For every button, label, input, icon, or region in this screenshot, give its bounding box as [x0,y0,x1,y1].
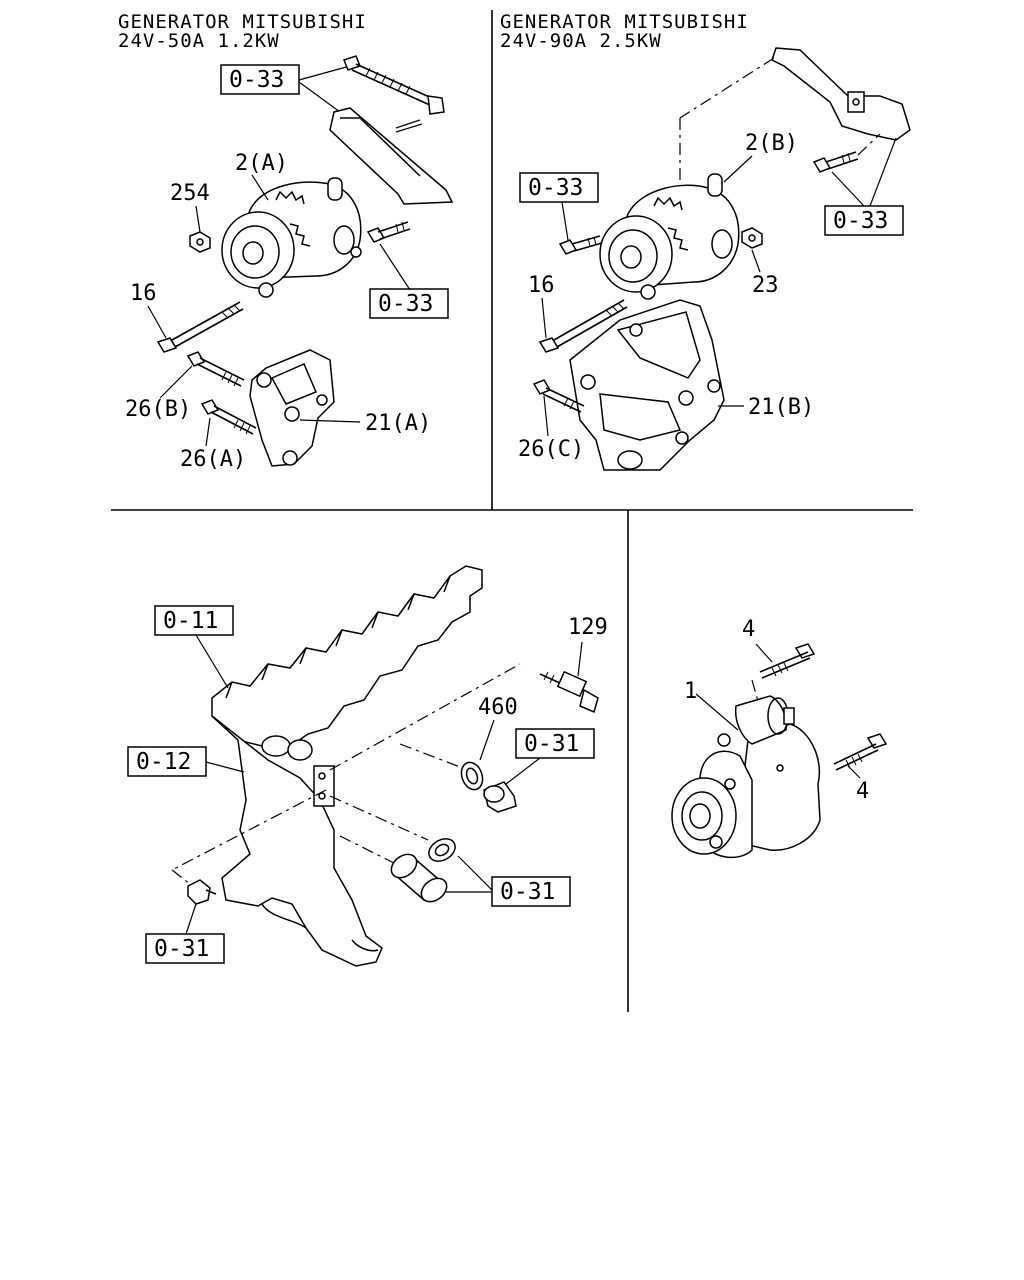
sleeve-small [428,838,456,862]
adjust-bracket [329,107,454,205]
engine-block [211,565,483,967]
title-line1-right: GENERATOR MITSUBISHI [500,11,749,33]
ref-label-sleeves: 0-31 [500,879,555,905]
label-26c: 26(C) [518,437,584,462]
mount-stay [771,47,911,141]
ref-box-right-topright[interactable] [824,205,904,236]
long-bolt-16-left [156,301,244,353]
label-4-top: 4 [742,617,755,642]
alternator-2a [221,177,362,298]
label-2b: 2(B) [745,131,798,156]
panel-bottom-left: 0-11 0-12 129 460 0-31 [127,565,608,967]
bolt-left-topright [558,235,603,255]
ref-box-left-topright[interactable] [519,172,599,203]
bolt-topright [812,151,859,173]
nut-23 [741,227,763,249]
ref-label-fitting: 0-31 [154,936,209,962]
panel-top-right: GENERATOR MITSUBISHI 24V-90A 2.5KW 0-33 [500,11,911,471]
label-21a: 21(A) [365,411,431,436]
alternator-2b [599,173,740,300]
ref-label-left-topright: 0-33 [528,175,583,201]
sensor-129 [539,670,599,714]
sleeve-large [390,853,448,903]
label-129: 129 [568,615,608,640]
label-26b: 26(B) [125,397,191,422]
ref-box-0-11[interactable] [154,605,234,636]
panel-top-left: GENERATOR MITSUBISHI 24V-50A 1.2KW 0-33 [118,11,454,472]
label-4-side: 4 [856,779,869,804]
ref-label-plug: 0-31 [524,731,579,757]
ref-label-right-topright: 0-33 [833,208,888,234]
title-line2-left: 24V-50A 1.2KW [118,30,280,52]
starter-motor-1 [671,695,821,859]
label-21b: 21(B) [748,395,814,420]
bracket-21b [569,299,725,471]
ref-box-plug[interactable] [515,728,595,759]
plug-0-31 [483,781,517,813]
bolt-right-topleft [366,221,411,243]
long-bolt-16-right [538,299,628,353]
nut-254 [189,231,211,253]
ref-label-right-topleft: 0-33 [378,291,433,317]
panel-bottom-right: 4 1 4 [671,617,888,859]
label-16-left: 16 [130,281,157,306]
label-1: 1 [684,679,697,704]
ref-box-right-topleft[interactable] [369,288,449,319]
ref-label-0-12: 0-12 [136,749,191,775]
fitting-0-31 [187,879,217,905]
bracket-21a [249,349,335,467]
label-254: 254 [170,181,210,206]
label-26a: 26(A) [180,447,246,472]
bolt-26c [532,379,585,413]
title-line1-left: GENERATOR MITSUBISHI [118,11,367,33]
ref-label-0-11: 0-11 [163,608,218,634]
bolt-26b [186,351,245,387]
washer-460 [460,761,484,791]
bolt-4-top [759,643,816,679]
label-2a: 2(A) [235,151,288,176]
ref-box-0-12[interactable] [127,746,207,777]
ref-box-fitting[interactable] [145,933,225,964]
label-460: 460 [478,695,518,720]
ref-label-top-left: 0-33 [229,67,284,93]
bolt-4-side [833,733,888,771]
title-line2-right: 24V-90A 2.5KW [500,30,662,52]
adjust-bolt [343,55,445,115]
label-16-right: 16 [528,273,555,298]
label-23: 23 [752,273,779,298]
bolt-26a [200,399,257,435]
